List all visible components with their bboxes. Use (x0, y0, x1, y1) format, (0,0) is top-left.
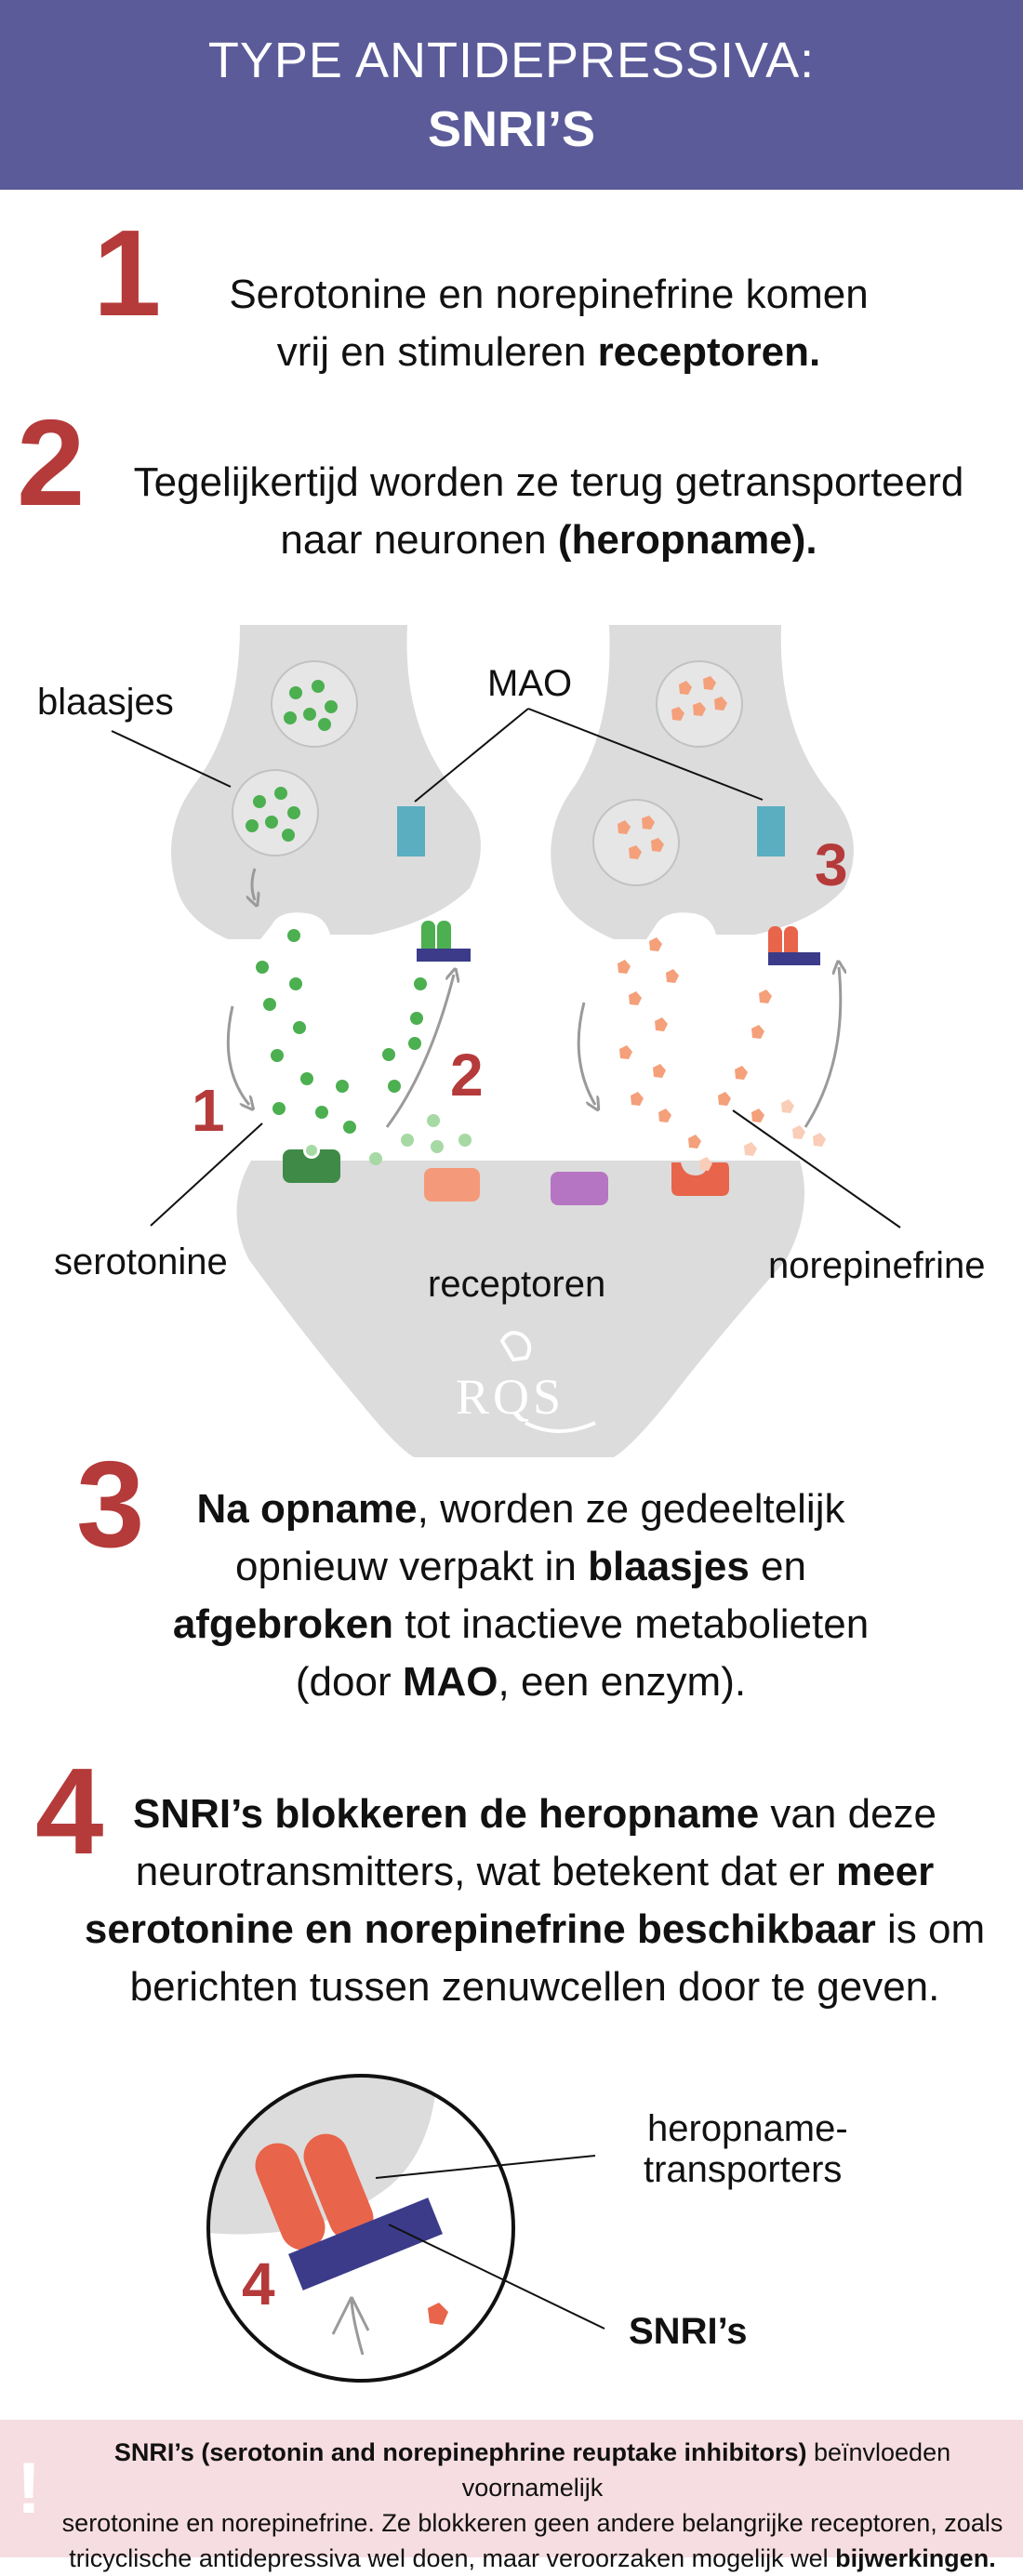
footer-line-3-bold: bijwerkingen. (835, 2544, 996, 2572)
label-serotonine: serotonine (54, 1242, 228, 1282)
footer-line-3-text: tricyclische antidepressiva wel doen, ma… (69, 2544, 836, 2572)
step-3-line-2-bold: blaasjes (588, 1544, 750, 1589)
postsynaptic-neuron (236, 1161, 804, 1457)
step-4-number: 4 (35, 1743, 104, 1879)
label-heropname-1: heropname- (647, 2108, 848, 2149)
label-mao: MAO (487, 663, 572, 704)
step-3-line-4: (door MAO, een enzym). (112, 1653, 930, 1711)
footer-line-1-bold: SNRI’s (serotonin and norepinephrine reu… (113, 2438, 807, 2466)
step-2-line-2-text: naar neuronen (280, 517, 558, 563)
mao-enzyme-left (397, 806, 425, 856)
step-4-line-1-bold: SNRI’s blokkeren de heropname (132, 1791, 760, 1837)
step-2-line-2-bold: (heropname). (557, 517, 817, 563)
footer-line-1-text: beïnvloeden voornamelijk (461, 2438, 951, 2502)
snri-zoom-detail: heropname- transporters SNRI’s 4 (206, 2074, 848, 2383)
footer-line-3: tricyclische antidepressiva wel doen, ma… (56, 2541, 1009, 2576)
step-3-line-4-text: (door (295, 1659, 403, 1705)
step-4-line-3-bold: serotonine en norepinefrine beschikbaar (84, 1906, 876, 1952)
step-3-number: 3 (76, 1436, 145, 1573)
transporter-right (768, 926, 820, 965)
footer-note: ! SNRI’s (serotonin and norepinephrine r… (0, 2420, 1023, 2572)
step-4-line-2: neurotransmitters, wat betekent dat er m… (65, 1843, 1004, 1901)
presynaptic-neuron-left (171, 625, 481, 939)
snri-blocker-bar (288, 2198, 443, 2291)
step-1-text: Serotonine en norepinefrine komen vrij e… (158, 266, 939, 381)
header-title: TYPE ANTIDEPRESSIVA: (207, 33, 816, 88)
rqs-logo-text: RQS (456, 1369, 565, 1425)
step-3-line-1-bold: Na opname (196, 1486, 418, 1532)
step-3-line-1: Na opname, worden ze gedeeltelijk (112, 1481, 930, 1538)
mao-enzyme-right (757, 806, 785, 856)
receptor-green (283, 1149, 340, 1183)
label-norepinefrine: norepinefrine (768, 1245, 986, 1286)
step-4-line-2-text: neurotransmitters, wat betekent dat er (135, 1849, 837, 1894)
receptor-orange (424, 1168, 480, 1202)
step-1-line-2-text: vrij en stimuleren (276, 329, 598, 375)
vesicle-left-bottom (232, 769, 319, 856)
step-4-line-3-text: is om (875, 1906, 986, 1952)
step-1-line-1: Serotonine en norepinefrine komen (229, 272, 869, 317)
zoom-marker-4: 4 (242, 2251, 275, 2317)
step-4-line-4: berichten tussen zenuwcellen door te gev… (129, 1964, 940, 2010)
step-1-number: 1 (93, 205, 162, 341)
step-2-line-2: naar neuronen (heropname). (93, 511, 1004, 569)
step-3-line-3-bold: afgebroken (172, 1601, 393, 1647)
rqs-logo: RQS (456, 1331, 596, 1433)
step-3-line-4-bold: MAO (402, 1659, 498, 1705)
header-subtitle: SNRI’S (427, 101, 596, 157)
label-snri: SNRI’s (629, 2311, 747, 2352)
step-3-text: Na opname, worden ze gedeeltelijk opnieu… (112, 1481, 930, 1711)
step-3-line-2-end: en (749, 1544, 806, 1589)
step-4-line-1: SNRI’s blokkeren de heropname van deze (65, 1786, 1004, 1843)
step-3-line-3: afgebroken tot inactieve metabolieten (112, 1596, 930, 1653)
synapse-diagram: blaasjes MAO serotonine receptoren norep… (37, 625, 986, 1457)
header-banner: TYPE ANTIDEPRESSIVA: SNRI’S (0, 0, 1023, 190)
receptor-red (671, 1162, 729, 1196)
exclamation-icon: ! (17, 2447, 41, 2529)
footer-line-1: SNRI’s (serotonin and norepinephrine reu… (56, 2435, 1009, 2505)
marker-3: 3 (815, 831, 848, 898)
step-4-line-1-text: van deze (759, 1791, 937, 1837)
step-3-line-2-text: opnieuw verpakt in (235, 1544, 589, 1589)
marker-2: 2 (450, 1042, 484, 1109)
step-3-line-4-end: , een enzym). (498, 1659, 747, 1705)
label-blaasjes: blaasjes (37, 682, 174, 723)
step-4-line-2-bold: meer (836, 1849, 935, 1894)
footer-text: SNRI’s (serotonin and norepinephrine reu… (56, 2435, 1009, 2576)
step-1-line-2-bold: receptoren. (597, 329, 821, 375)
step-3-line-3-text: tot inactieve metabolieten (392, 1601, 870, 1647)
vesicle-right-bottom (592, 799, 680, 886)
footer-line-2: serotonine en norepinefrine. Ze blokkere… (61, 2509, 1003, 2537)
transporter-left (417, 921, 471, 962)
label-receptoren: receptoren (428, 1264, 605, 1305)
step-2-text: Tegelijkertijd worden ze terug getranspo… (93, 454, 1004, 569)
step-4-line-3: serotonine en norepinefrine beschikbaar … (65, 1901, 1004, 1959)
step-4-text: SNRI’s blokkeren de heropname van deze n… (65, 1786, 1004, 2016)
step-2-number: 2 (17, 394, 86, 531)
step-3-line-2: opnieuw verpakt in blaasjes en (112, 1538, 930, 1596)
step-2-line-1: Tegelijkertijd worden ze terug getranspo… (133, 459, 964, 505)
step-3-line-1-text: , worden ze gedeeltelijk (417, 1486, 845, 1532)
step-1-line-2: vrij en stimuleren receptoren. (158, 324, 939, 381)
label-heropname-2: transporters (644, 2149, 842, 2190)
vesicle-left-top (271, 660, 358, 748)
marker-1: 1 (192, 1077, 225, 1144)
receptor-purple (551, 1172, 608, 1205)
